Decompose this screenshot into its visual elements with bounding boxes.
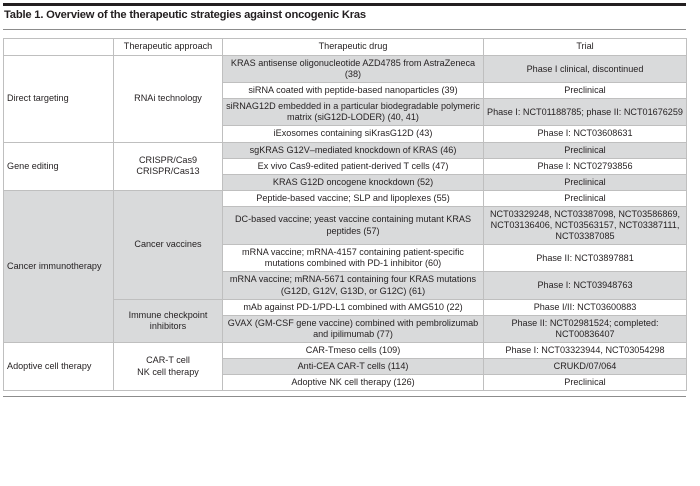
trial-cell: Phase I: NCT03323944, NCT03054298: [483, 341, 687, 359]
approach-cell: RNAi technology: [113, 55, 223, 143]
drug-cell: CAR-Tmeso cells (109): [222, 341, 484, 359]
trial-cell: Phase II: NCT03897881: [483, 244, 687, 273]
table-row: mRNA vaccine; mRNA-5671 containing four …: [4, 271, 687, 300]
drug-cell: mRNA vaccine; mRNA-5671 containing four …: [222, 271, 484, 300]
bottom-rule: [3, 396, 686, 397]
header-cell-drug: Therapeutic drug: [222, 38, 484, 56]
drug-cell: Adoptive NK cell therapy (126): [222, 374, 484, 392]
approach-cell: Immune checkpoint inhibitors: [113, 298, 223, 343]
trial-cell: CRUKD/07/064: [483, 357, 687, 376]
trial-cell: NCT03329248, NCT03387098, NCT03586869, N…: [483, 205, 687, 246]
header-cell-blank: [3, 38, 114, 56]
trial-cell: Preclinical: [483, 189, 687, 207]
table-header: Therapeutic approach Therapeutic drug Tr…: [3, 38, 687, 56]
drug-cell: KRAS antisense oligonucleotide AZD4785 f…: [222, 54, 484, 84]
trial-cell: Preclinical: [483, 173, 687, 191]
trial-cell: Phase I: NCT03608631: [483, 125, 687, 143]
trial-cell: Phase I: NCT02793856: [483, 157, 687, 175]
category-cell: Adoptive cell therapy: [3, 341, 114, 392]
drug-cell: mRNA vaccine; mRNA-4157 containing patie…: [222, 244, 484, 273]
header-cell-trial: Trial: [483, 38, 687, 56]
trial-cell: Phase I: NCT03948763: [483, 271, 687, 300]
trial-cell: Preclinical: [483, 374, 687, 392]
header-row: Therapeutic approach Therapeutic drug Tr…: [3, 38, 687, 56]
title-underline-rule: [3, 29, 686, 30]
table-row: siRNA coated with peptide-based nanopart…: [4, 82, 687, 100]
table-row: mRNA vaccine; mRNA-4157 containing patie…: [4, 244, 687, 273]
table-row: Ex vivo Cas9-edited patient-derived T ce…: [4, 157, 687, 175]
drug-cell: GVAX (GM-CSF gene vaccine) combined with…: [222, 314, 484, 343]
trial-cell: Phase I: NCT01188785; phase II: NCT01676…: [483, 98, 687, 127]
drug-cell: siRNAG12D embedded in a particular biode…: [222, 98, 484, 127]
table-row: iExosomes containing siKrasG12D (43)Phas…: [4, 125, 687, 143]
drug-cell: mAb against PD-1/PD-L1 combined with AMG…: [222, 298, 484, 316]
trial-cell: Preclinical: [483, 82, 687, 100]
header-cell-approach: Therapeutic approach: [113, 38, 223, 56]
table-row: GVAX (GM-CSF gene vaccine) combined with…: [4, 314, 687, 343]
therapeutic-strategies-table: Therapeutic approach Therapeutic drug Tr…: [3, 38, 687, 392]
category-cell: Gene editing: [3, 141, 114, 191]
drug-cell: KRAS G12D oncogene knockdown (52): [222, 173, 484, 191]
drug-cell: Anti-CEA CAR-T cells (114): [222, 357, 484, 376]
trial-cell: Phase I/II: NCT03600883: [483, 298, 687, 316]
drug-cell: sgKRAS G12V–mediated knockdown of KRAS (…: [222, 141, 484, 159]
table-row: DC-based vaccine; yeast vaccine containi…: [4, 205, 687, 246]
drug-cell: iExosomes containing siKrasG12D (43): [222, 125, 484, 143]
table-row: KRAS G12D oncogene knockdown (52)Preclin…: [4, 173, 687, 191]
drug-cell: siRNA coated with peptide-based nanopart…: [222, 82, 484, 100]
trial-cell: Preclinical: [483, 141, 687, 159]
table-row: siRNAG12D embedded in a particular biode…: [4, 98, 687, 127]
table-row: Anti-CEA CAR-T cells (114)CRUKD/07/064: [4, 357, 687, 376]
drug-cell: Peptide-based vaccine; SLP and lipoplexe…: [222, 189, 484, 207]
drug-cell: Ex vivo Cas9-edited patient-derived T ce…: [222, 157, 484, 175]
approach-cell: Cancer vaccines: [113, 189, 223, 300]
table-title: Table 1. Overview of the therapeutic str…: [4, 9, 366, 21]
trial-cell: Phase II: NCT02981524; completed: NCT008…: [483, 314, 687, 343]
category-cell: Direct targeting: [3, 55, 114, 143]
table-row: Adoptive NK cell therapy (126)Preclinica…: [4, 374, 687, 392]
trial-cell: Phase I clinical, discontinued: [483, 54, 687, 84]
drug-cell: DC-based vaccine; yeast vaccine containi…: [222, 205, 484, 246]
top-rule: [3, 3, 686, 6]
category-cell: Cancer immunotherapy: [3, 189, 114, 343]
